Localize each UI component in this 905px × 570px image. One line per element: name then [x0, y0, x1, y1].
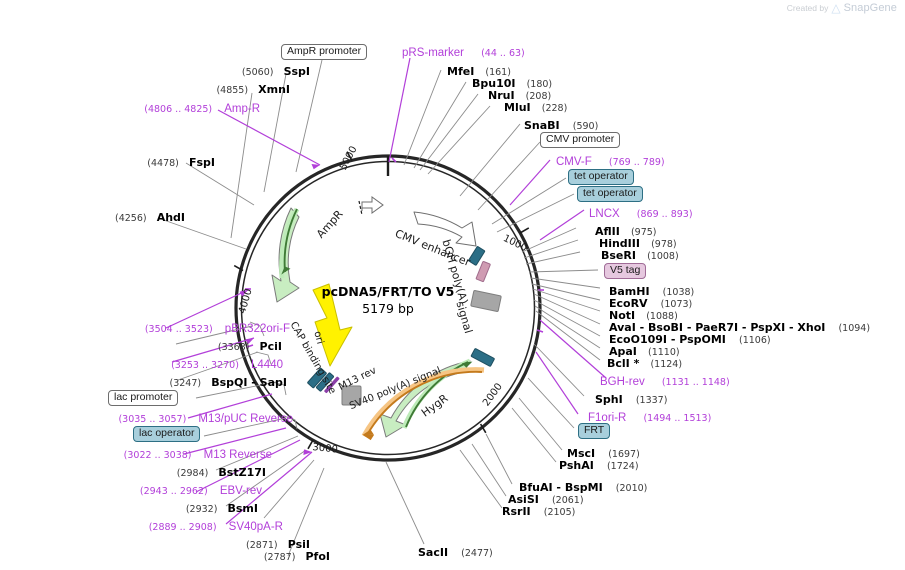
primer-label-cmv-f[interactable]: CMV-F (769 .. 789) [556, 156, 665, 168]
enzyme-label-sspi[interactable]: (5060) SspI [241, 65, 310, 78]
feature-label-cmv-promoter[interactable]: CMV promoter [540, 132, 621, 149]
enzyme-label-mlui[interactable]: MluI (228) [504, 101, 568, 114]
enzyme-label-pcii[interactable]: (3363) PciI [217, 340, 282, 353]
primer-label-pbr322ori-f[interactable]: (3504 .. 3523) pBR322ori-F [144, 323, 290, 335]
plasmid-size: 5179 bp [362, 301, 414, 316]
enzyme-label-ecoo109i-group[interactable]: EcoO109I - PspOMI (1106) [609, 333, 771, 346]
snapgene-logo-icon: △ [831, 1, 841, 15]
enzyme-label-bcli[interactable]: BclI * (1124) [607, 357, 683, 370]
watermark-brand: SnapGene [843, 2, 897, 14]
enzyme-label-ecorv[interactable]: EcoRV (1073) [609, 297, 693, 310]
feature-label-tet-operator-1[interactable]: tet operator [568, 169, 634, 186]
leader-amp-r-arrowhead [311, 164, 320, 170]
primer-label-amp-r[interactable]: (4806 .. 4825) Amp-R [144, 103, 260, 115]
plasmid-name: pcDNA5/FRT/TO V5 [321, 284, 455, 299]
enzyme-label-sphi[interactable]: SphI (1337) [595, 393, 668, 406]
enzyme-label-psii[interactable]: (2871) PsiI [246, 538, 310, 551]
snapgene-watermark: Created by △ SnapGene [787, 2, 897, 14]
feature-label-lac-operator[interactable]: lac operator [133, 426, 201, 443]
watermark-prefix: Created by [786, 3, 829, 13]
enzyme-label-ahdi[interactable]: (4256) AhdI [115, 211, 185, 224]
feature-label-ampr-promoter[interactable]: AmpR promoter [281, 44, 368, 61]
enzyme-label-sacii[interactable]: SacII (2477) [418, 546, 493, 559]
enzyme-label-nrui[interactable]: NruI (208) [488, 89, 552, 102]
enzyme-label-snabi[interactable]: SnaBI (590) [524, 119, 599, 132]
feature-label-tet-operator-2[interactable]: tet operator [577, 186, 643, 203]
feature-label-v5-tag[interactable]: V5 tag [604, 263, 647, 280]
sv40-polya-feature [341, 385, 362, 406]
hygr-cds-arrowhead [461, 361, 473, 368]
leader-amp-r [217, 109, 321, 166]
sv40-promoter-feature [470, 348, 495, 367]
leader-lines-right-primers [509, 159, 607, 415]
enzyme-label-rsrii[interactable]: RsrII (2105) [502, 505, 576, 518]
feature-label-lac-promoter[interactable]: lac promoter [108, 390, 179, 407]
enzyme-label-mfei[interactable]: MfeI (161) [447, 65, 511, 78]
v5-tag-feature [475, 261, 491, 283]
primer-label-f1ori-r[interactable]: F1ori-R (1494 .. 1513) [588, 412, 712, 424]
orange-feature-arrowhead [362, 429, 374, 441]
feature-label-frt[interactable]: FRT [578, 423, 611, 440]
leader-lines-left [175, 321, 325, 557]
enzyme-label-bseri[interactable]: BseRI (1008) [601, 249, 679, 262]
hygr-cds-arc [405, 361, 469, 428]
orange-feature-arc [366, 370, 483, 436]
enzyme-label-pfoi[interactable]: (2787) PfoI [263, 550, 330, 563]
primer-site-ticks [245, 157, 544, 348]
leader-prs-marker [388, 57, 411, 163]
ampr-promoter-divider [358, 200, 363, 216]
tet-operator-feature [468, 246, 486, 266]
ampr-cds-arrowhead [281, 266, 291, 275]
primer-label-m13-puc-reverse[interactable]: (3035 .. 3057) M13/pUC Reverse [118, 413, 293, 425]
primer-label-prs-marker[interactable]: pRS-marker (44 .. 63) [402, 47, 525, 59]
leader-lines-top-right [385, 69, 601, 545]
enzyme-label-noti[interactable]: NotI (1088) [609, 309, 678, 322]
m13-rev-feature [324, 376, 340, 394]
primer-label-sv40pa-r[interactable]: (2889 .. 2908) SV40pA-R [148, 521, 283, 533]
leader-lines-top-left [157, 59, 323, 250]
orange-feature-band [361, 367, 485, 438]
upper-right-features [468, 246, 502, 312]
cmv-enhancer-arrow [413, 211, 477, 247]
enzyme-label-xmni[interactable]: (4855) XmnI [216, 83, 290, 96]
lac-operator-feature [315, 372, 335, 392]
enzyme-label-avai-group[interactable]: AvaI - BsoBI - PaeR7I - PspXI - XhoI (10… [609, 321, 871, 334]
enzyme-label-fspi[interactable]: (4478) FspI [147, 156, 215, 169]
enzyme-label-aflii[interactable]: AflII (975) [595, 225, 657, 238]
enzyme-label-apai[interactable]: ApaI (1110) [609, 345, 680, 358]
enzyme-label-pshai[interactable]: PshAI (1724) [559, 459, 639, 472]
ori-feature-arrow [312, 283, 353, 367]
ampr-promoter-arrow [361, 196, 384, 214]
leader-lines-left-primers [165, 289, 313, 525]
bgh-polya-feature [470, 290, 502, 312]
primer-label-bgh-rev[interactable]: BGH-rev (1131 .. 1148) [600, 376, 730, 388]
primer-label-l4440[interactable]: (3253 .. 3270) L4440 [171, 359, 283, 371]
backbone-ticks [233, 151, 530, 450]
enzyme-label-bsmi[interactable]: (2932) BsmI [185, 502, 258, 515]
bottom-left-features [307, 367, 362, 406]
cap-binding-feature [307, 367, 327, 389]
enzyme-label-bstz17i[interactable]: (2984) BstZ17I [176, 466, 266, 479]
primer-label-m13-reverse[interactable]: (3022 .. 3038) M13 Reverse [123, 449, 272, 461]
enzyme-label-hindiii[interactable]: HindIII (978) [599, 237, 677, 250]
primer-label-ebv-rev[interactable]: (2943 .. 2962) EBV-rev [139, 485, 262, 497]
enzyme-label-asisi[interactable]: AsiSI (2061) [508, 493, 584, 506]
enzyme-label-bpu10i[interactable]: Bpu10I (180) [472, 77, 553, 90]
enzyme-label-msci[interactable]: MscI (1697) [567, 447, 640, 460]
leader-left-arrowheads [239, 290, 312, 455]
enzyme-label-bspqi-group[interactable]: (3247) BspQI - SapI [169, 376, 287, 389]
primer-label-lncx[interactable]: LNCX (869 .. 893) [589, 208, 693, 220]
enzyme-label-bfuai-group[interactable]: BfuAI - BspMI (2010) [519, 481, 648, 494]
plasmid-centre-caption: pcDNA5/FRT/TO V5 5179 bp [322, 284, 455, 316]
enzyme-label-bamhi[interactable]: BamHI (1038) [609, 285, 695, 298]
